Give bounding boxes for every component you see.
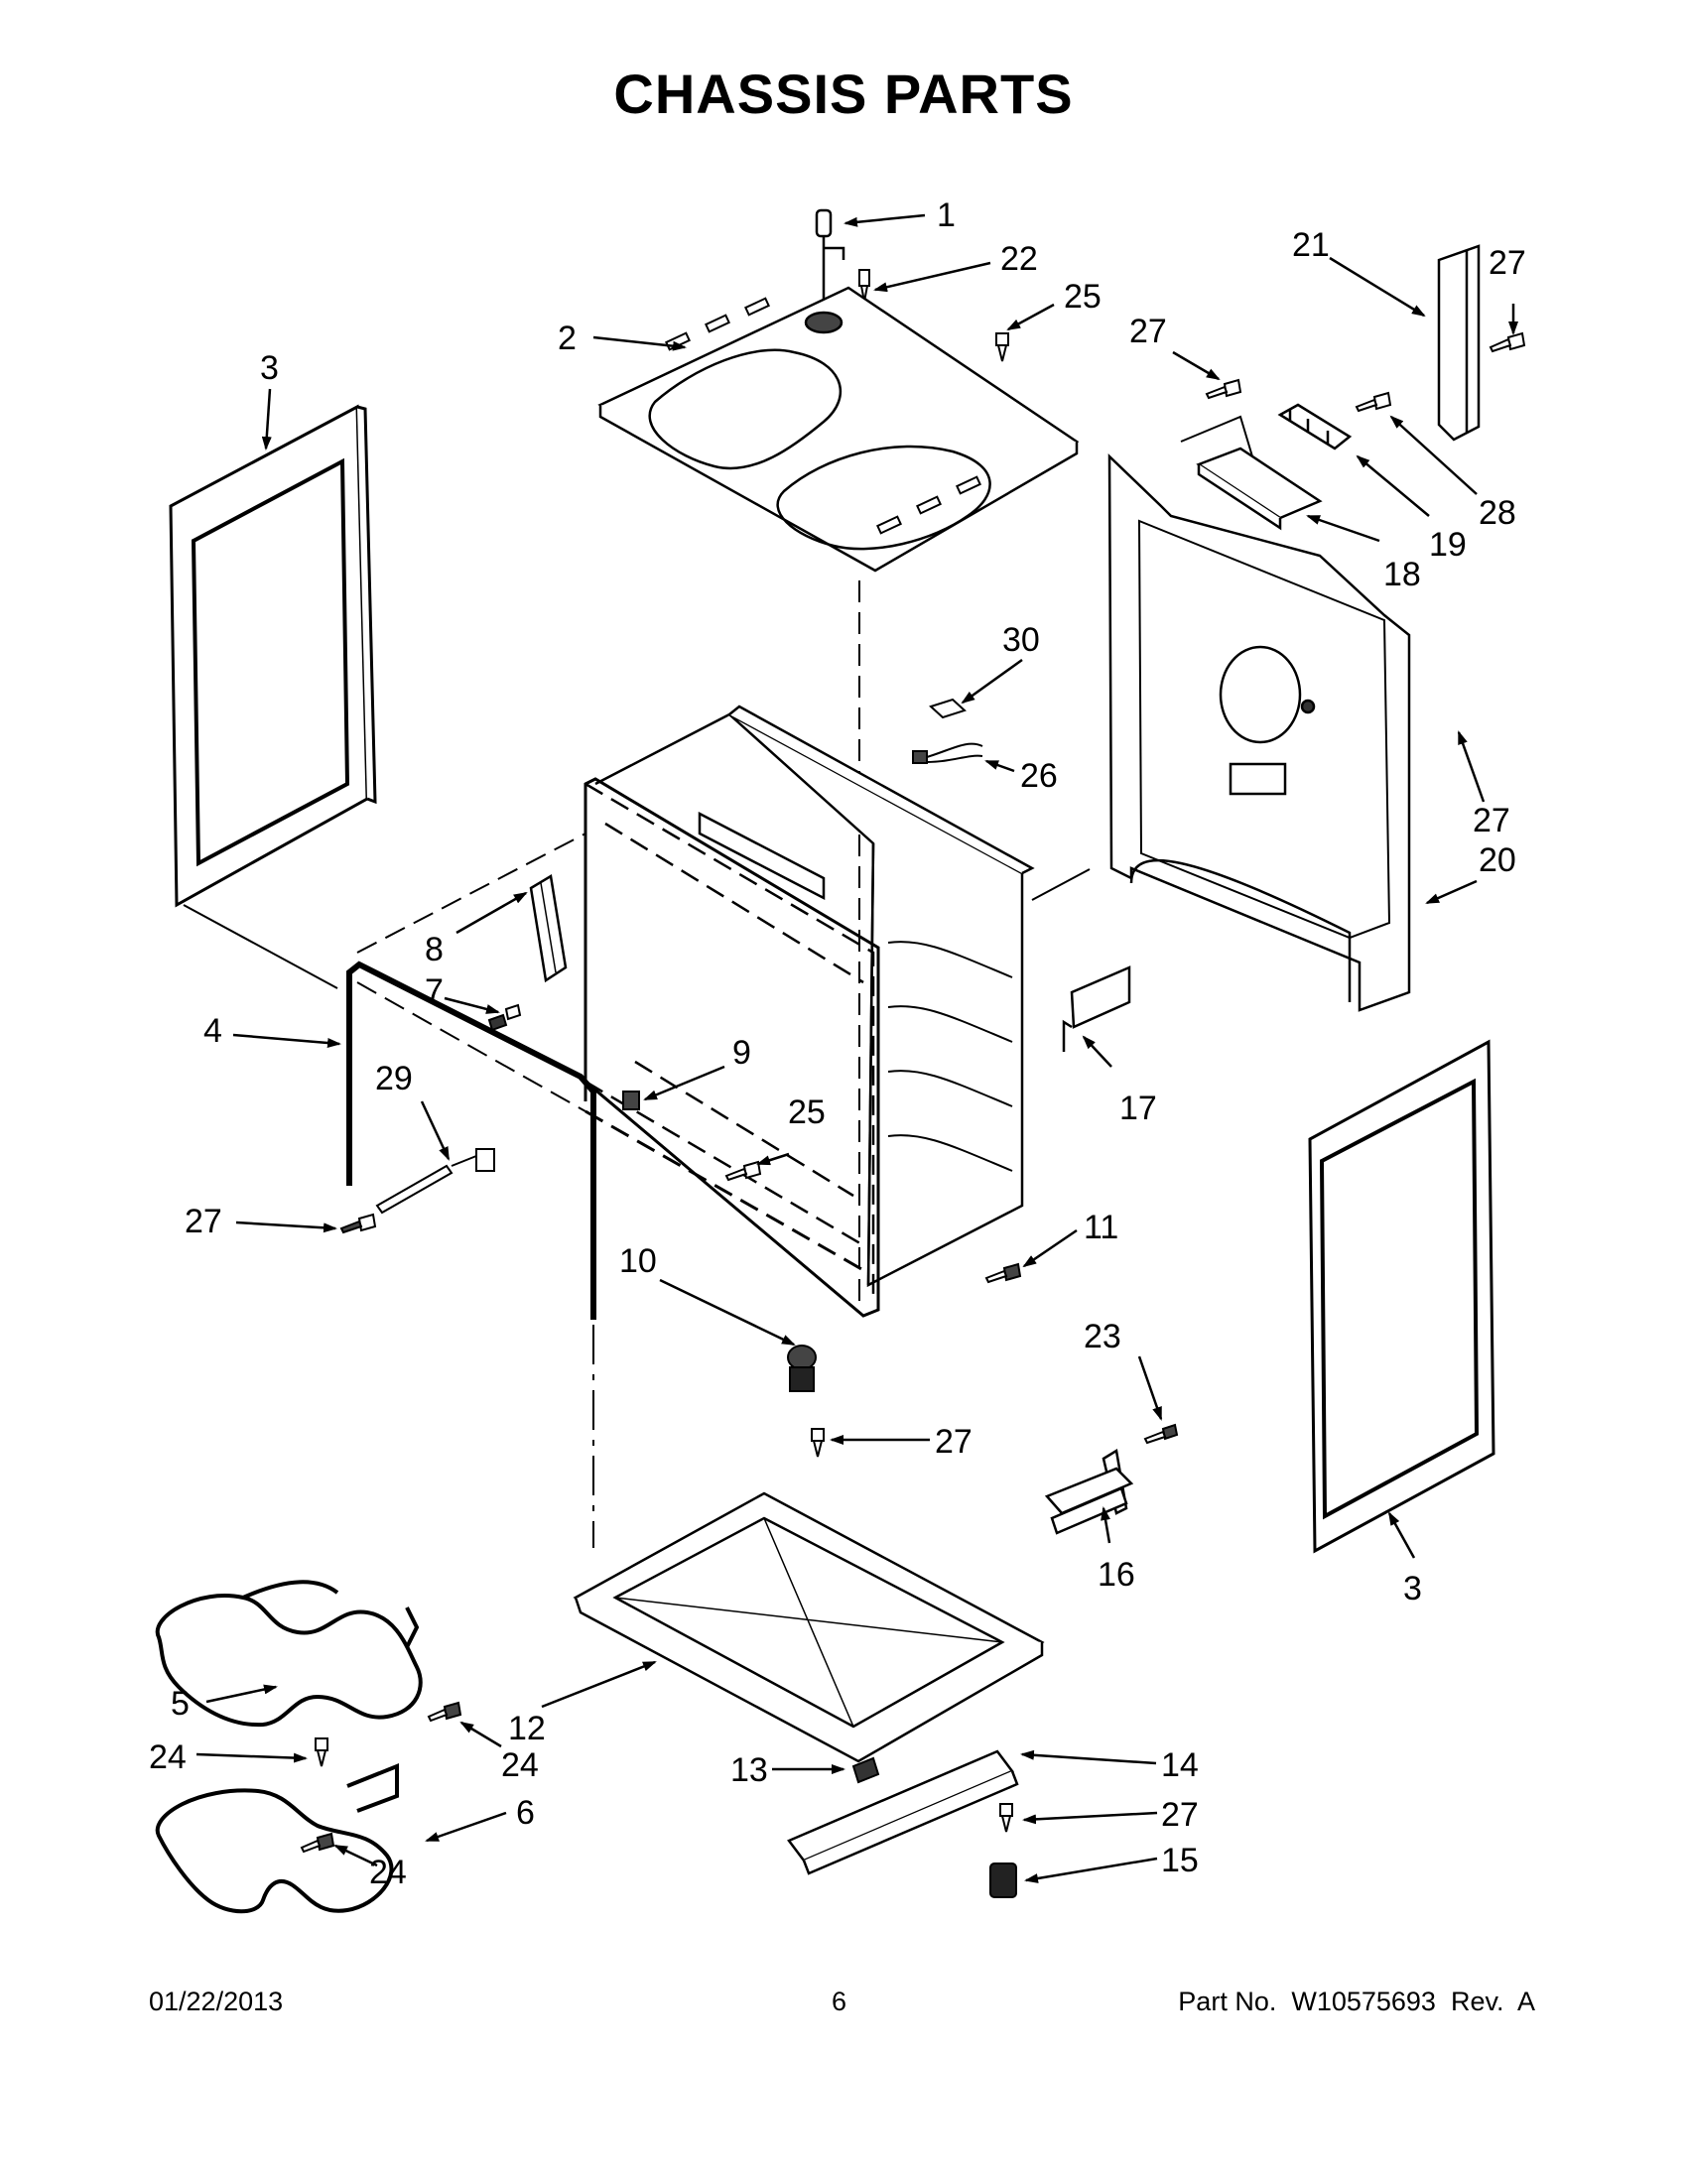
part-18-bracket [1180, 415, 1323, 531]
callout-10: 10 [619, 1242, 657, 1280]
part-25-screw [724, 1160, 762, 1182]
callout-8: 8 [425, 931, 444, 968]
callout-27: 27 [1129, 313, 1167, 350]
part-3-left-side-panel [169, 404, 377, 908]
part-28-screw [1355, 391, 1392, 413]
callout-12: 12 [508, 1710, 546, 1747]
callout-25: 25 [1064, 278, 1102, 316]
callout-16: 16 [1098, 1556, 1135, 1594]
part-21-bracket [1437, 244, 1481, 442]
callout-27: 27 [1473, 802, 1510, 839]
part-27-screw [339, 1213, 377, 1234]
part-23-screw [1143, 1423, 1179, 1445]
callout-3: 3 [260, 349, 279, 387]
callout-labels: 1 22 25 2 27 21 27 3 28 19 18 30 26 27 2… [149, 196, 1526, 1891]
callout-27: 27 [935, 1423, 973, 1461]
part-27-screw [1489, 331, 1526, 353]
page-title: CHASSIS PARTS [613, 63, 1074, 125]
part-7-screw [487, 1003, 522, 1032]
callout-27: 27 [185, 1203, 222, 1240]
callout-24: 24 [501, 1746, 539, 1784]
callout-23: 23 [1084, 1318, 1121, 1355]
part-5-bake-element [155, 1580, 423, 1728]
callout-27: 27 [1489, 244, 1526, 282]
part-3-right-side-panel [1308, 1039, 1495, 1554]
part-2-top-panel [597, 286, 1080, 573]
callout-24: 24 [369, 1854, 407, 1891]
callout-19: 19 [1429, 526, 1467, 564]
callout-18: 18 [1383, 556, 1421, 593]
callout-26: 26 [1020, 757, 1058, 795]
callout-14: 14 [1161, 1746, 1199, 1784]
callout-27: 27 [1161, 1796, 1199, 1834]
callout-2: 2 [558, 320, 577, 357]
callout-13: 13 [730, 1751, 768, 1789]
part-1-post [815, 208, 845, 322]
callout-17: 17 [1119, 1090, 1157, 1127]
callout-29: 29 [375, 1060, 413, 1097]
callout-30: 30 [1002, 621, 1040, 659]
part-12-oven-bottom [573, 1491, 1045, 1763]
callout-4: 4 [203, 1012, 222, 1050]
part-4-door-seal [346, 961, 596, 1320]
callout-7: 7 [425, 972, 444, 1010]
callout-9: 9 [732, 1034, 751, 1072]
callout-22: 22 [1000, 240, 1038, 278]
callout-6: 6 [516, 1794, 535, 1832]
callout-15: 15 [1161, 1842, 1199, 1879]
part-29-sensor-probe [375, 1148, 495, 1215]
part-24-screw [427, 1701, 462, 1723]
part-8-hinge-bracket [529, 873, 568, 983]
callout-5: 5 [171, 1685, 190, 1723]
callout-28: 28 [1479, 494, 1516, 532]
footer-date: 01/22/2013 [149, 1987, 284, 2016]
part-11-screw [984, 1262, 1022, 1284]
part-24-screw [300, 1832, 335, 1854]
part-30-sensor [929, 698, 967, 719]
callout-20: 20 [1479, 841, 1516, 879]
part-20-rear-panel [1107, 453, 1411, 1012]
part-27-screw [1205, 378, 1242, 400]
part-24-screw [315, 1737, 328, 1767]
footer-page-number: 6 [832, 1987, 847, 2016]
part-10-control-knob [787, 1345, 817, 1392]
part-15-leveling-leg [989, 1863, 1017, 1898]
part-25-screw [995, 332, 1009, 362]
part-13-clip [851, 1756, 880, 1784]
callout-21: 21 [1292, 226, 1330, 264]
part-27-screw [811, 1428, 825, 1458]
oven-cavity [584, 705, 1035, 1300]
part-6-broil-element [155, 1763, 399, 1914]
part-22-screw [858, 269, 870, 303]
part-27-screw [999, 1803, 1013, 1833]
part-26-harness [912, 742, 983, 764]
callout-1: 1 [937, 196, 956, 234]
part-17-bracket [1062, 965, 1131, 1052]
callout-11: 11 [1084, 1209, 1118, 1246]
part-16-bracket [1044, 1448, 1134, 1535]
part-14-bracket [787, 1749, 1019, 1875]
callout-24: 24 [149, 1738, 187, 1776]
part-19-bracket [1277, 403, 1353, 450]
part-9-clip [622, 1091, 640, 1110]
callout-25: 25 [788, 1093, 826, 1131]
leader-arrows [195, 213, 1518, 1883]
footer-part-number: Part No. W10575693 Rev. A [1178, 1987, 1535, 2016]
callout-3: 3 [1403, 1570, 1422, 1607]
